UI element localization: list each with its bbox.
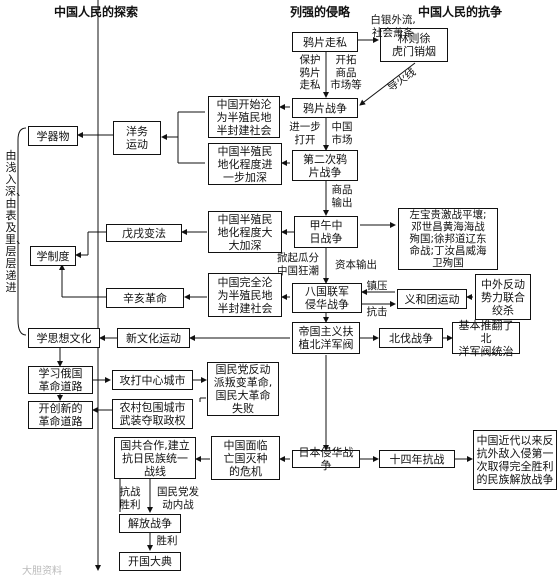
victory-label: 胜利 <box>156 535 178 547</box>
protect-smuggling-label: 保护 鸦片 走私 <box>299 54 321 91</box>
header-invasion: 列强的侵略 <box>290 5 351 19</box>
partition-frenzy-label: 掀起瓜分 中国狂潮 <box>277 252 319 277</box>
xinhai-revolution-box: 辛亥革命 <box>106 288 184 308</box>
header-resistance: 中国人民的抗争 <box>418 5 503 19</box>
japanese-invasion-box: 日本侵华战争 <box>292 446 360 472</box>
westernization-box: 洋务 运动 <box>113 121 161 155</box>
warlords-box: 帝国主义扶 植北洋军阀 <box>292 322 360 354</box>
resist-label: 抗击 <box>366 306 388 318</box>
overthrow-warlords-box: 基本推翻了北 洋军阀统治 <box>452 319 520 358</box>
capital-export-label: 资本输出 <box>335 259 377 271</box>
lin-zexu-box: 林则徐 虎门销烟 <box>380 28 448 62</box>
watermark: 大胆资料 <box>22 566 62 577</box>
northern-expedition-box: 北伐战争 <box>379 328 443 348</box>
hundred-days-reform-box: 戊戌变法 <box>106 224 182 242</box>
opium-smuggling-box: 鸦片走私 <box>292 32 358 52</box>
semi-colonial-start-box: 中国开始沦 为半殖民地 半封建社会 <box>208 96 280 138</box>
fourteen-years-box: 十四年抗战 <box>379 450 455 468</box>
zuo-baogui-box: 左宝贵激战平壤; 邓世昌黄海海战 殉国;徐邦道辽东 命战;丁汝昌威海 卫殉国 <box>398 208 498 270</box>
liberation-war-box: 解放战争 <box>119 514 181 533</box>
attack-cities-box: 攻打中心城市 <box>112 370 193 390</box>
founding-ceremony-box: 开国大典 <box>119 552 181 571</box>
semi-colonial-deepen-box: 中国半殖民 地化程度进 一步加深 <box>208 143 282 185</box>
open-markets-label: 开拓 商品 市场等 <box>330 54 362 91</box>
countryside-box: 农村包围城市 武装夺取政权 <box>112 399 193 429</box>
new-culture-box: 新文化运动 <box>117 328 190 348</box>
learn-culture-box: 学思想文化 <box>28 328 100 348</box>
learn-artifacts-box: 学器物 <box>28 126 78 146</box>
semi-colonial-greatly-box: 中国半殖民 地化程度大 大加深 <box>208 211 282 253</box>
eight-nation-box: 八国联军 侵华战争 <box>292 283 362 313</box>
commodity-export-label: 商品 输出 <box>331 184 353 209</box>
united-front-box: 国共合作,建立 抗日民族统一 战线 <box>114 437 196 479</box>
first-victory-box: 中国近代以来反 抗外敌入侵第一 次取得完全胜利 的民族解放战争 <box>473 430 557 490</box>
civil-war-label: 国民党发 动内战 <box>157 486 199 511</box>
learn-institutions-box: 学制度 <box>30 246 76 266</box>
opium-war-box: 鸦片战争 <box>292 98 358 118</box>
china-market-label: 中国 市场 <box>331 121 353 146</box>
joint-suppression-box: 中外反动 势力联合 绞杀 <box>475 274 531 320</box>
silver-outflow-label: 白银外流, 社会萧条 <box>370 14 416 39</box>
semi-colonial-complete-box: 中国完全沦 为半殖民地 半封建社会 <box>208 273 282 317</box>
progression-label: 由浅入深、由表及里、层层递进 <box>5 149 27 294</box>
suppress-label: 镇压 <box>366 280 388 292</box>
kmt-betrayal-box: 国民党反动 派叛变革命, 国民大革命 失败 <box>207 362 279 416</box>
further-open-label: 进一步 打开 <box>289 121 321 146</box>
sino-japanese-war-box: 甲午中 日战争 <box>294 216 358 248</box>
boxer-movement-box: 义和团运动 <box>397 289 467 309</box>
national-crisis-box: 中国面临 亡国灭种 的危机 <box>211 436 280 480</box>
header-exploration: 中国人民的探索 <box>54 5 139 19</box>
second-opium-war-box: 第二次鸦 片战争 <box>292 150 358 181</box>
victory-in-war-label: 抗战 胜利 <box>119 486 141 511</box>
new-path-box: 开创新的 革命道路 <box>28 401 93 429</box>
learn-russia-box: 学习俄国 革命道路 <box>28 366 93 394</box>
